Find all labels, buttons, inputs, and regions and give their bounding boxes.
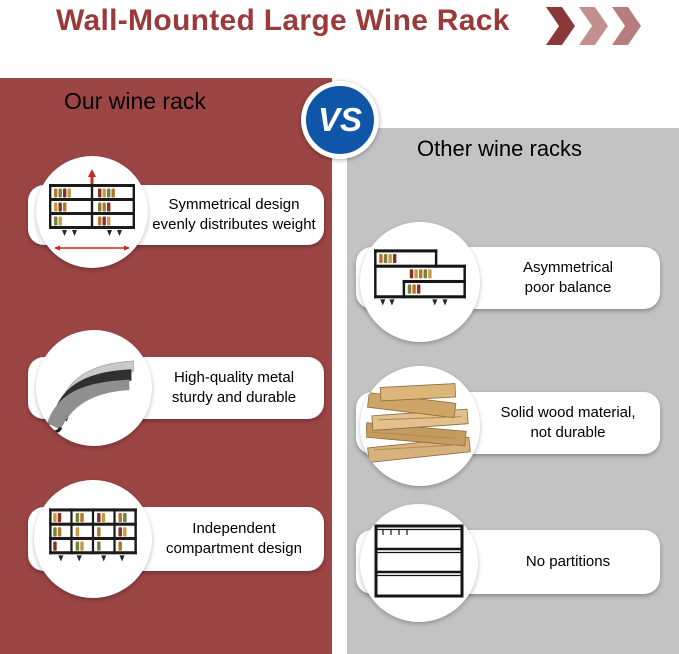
page-title: Wall-Mounted Large Wine Rack: [56, 4, 510, 37]
our-wine-rack-panel: Our wine rack Symmetrical design evenly …: [0, 78, 332, 654]
wire-rack-image: [374, 524, 464, 598]
wire-rack-image: [360, 504, 478, 622]
vs-badge: VS: [301, 81, 379, 159]
feature-text: Asymmetrical poor balance: [522, 258, 613, 296]
left-panel-heading: Our wine rack: [64, 88, 206, 114]
feature-text: Independent compartment design: [166, 519, 302, 557]
wine-rack-compartment-image: [34, 480, 152, 598]
wood-planks-image: [360, 366, 480, 486]
wine-rack-asymmetrical-image: [374, 249, 466, 306]
wood-planks-image: [366, 383, 471, 463]
chevron-right-icon: [579, 7, 608, 45]
chevron-right-icon: [612, 7, 641, 45]
chevron-right-icon: [546, 7, 575, 45]
title-chevrons: [546, 7, 641, 45]
metal-sheets-image: [36, 330, 152, 446]
feature-text: Solid wood material, not durable: [500, 403, 636, 441]
metal-sheets-image: [45, 360, 134, 434]
other-wine-racks-panel: Other wine racks Asymmetrical poor balan…: [347, 128, 679, 654]
feature-text: No partitions: [525, 552, 611, 570]
wine-rack-compartment-image: [49, 508, 137, 562]
right-panel-heading: Other wine racks: [417, 136, 583, 161]
wine-rack-asymmetrical-image: [360, 222, 480, 342]
feature-text: Symmetrical design evenly distributes we…: [152, 195, 316, 233]
wine-rack-symmetrical-image: [36, 156, 148, 268]
feature-text: High-quality metal sturdy and durable: [171, 368, 297, 406]
wine-rack-symmetrical-image: [49, 169, 135, 251]
